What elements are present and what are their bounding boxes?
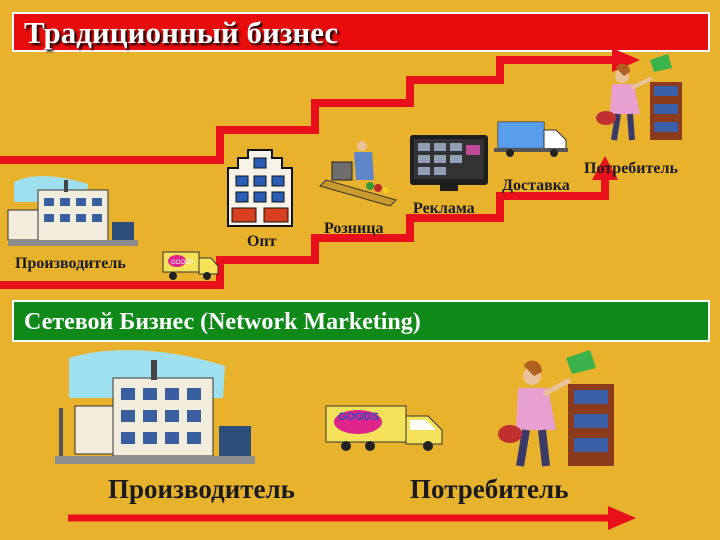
network-goods-truck-icon: GOODS (325, 405, 443, 451)
step-label-producer: Производитель (15, 255, 126, 272)
network-producer-label: Производитель (108, 474, 295, 504)
retail-cashier-icon (319, 141, 397, 207)
traditional-business-title: Традиционный бизнес (24, 15, 339, 50)
network-marketing-title: Сетевой Бизнес (Network Marketing) (24, 309, 421, 335)
network-consumer-icon (498, 350, 614, 467)
lower-arrowhead (592, 156, 618, 180)
network-factory-icon (55, 350, 255, 464)
goods-label-large: GOODS (338, 411, 379, 423)
upper-staircase-arrow (0, 56, 615, 164)
network-consumer-label: Потребитель (410, 474, 569, 504)
lower-staircase-arrow (0, 175, 609, 289)
goods-label-small: GOODS (171, 260, 193, 266)
step-label-consumer: Потребитель (584, 160, 678, 177)
consumer-icon (596, 54, 682, 141)
wholesale-building-icon (227, 149, 293, 227)
tv-advertising-icon (410, 135, 488, 191)
step-label-advertising: Реклама (413, 200, 475, 217)
factory-icon (7, 176, 138, 246)
goods-truck-icon-small: GOODS (162, 251, 219, 280)
step-label-delivery: Доставка (502, 177, 570, 194)
network-flow-arrowhead (608, 506, 636, 530)
network-marketing-banner: Сетевой Бизнес (Network Marketing) (12, 300, 710, 342)
step-label-retail: Розница (324, 220, 384, 237)
delivery-truck-icon (494, 121, 568, 157)
step-label-wholesale: Опт (247, 233, 277, 250)
traditional-business-banner: Традиционный бизнес (12, 12, 710, 52)
